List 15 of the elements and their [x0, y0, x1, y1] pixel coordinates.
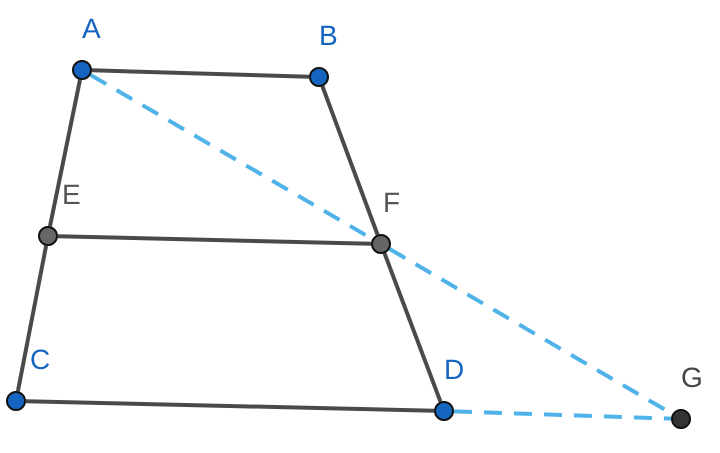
dashed-line [454, 409, 672, 421]
line-segment [92, 68, 310, 79]
line-segment [320, 86, 380, 236]
point-label: F [383, 188, 400, 218]
point-label: C [30, 345, 50, 375]
point-label: G [681, 363, 703, 393]
line-segment [58, 234, 372, 246]
point-label: E [62, 180, 81, 210]
line-segment [26, 399, 434, 413]
line-segment [48, 79, 82, 227]
point-label: A [82, 14, 101, 44]
point-label: D [444, 355, 464, 385]
line-segment [382, 252, 442, 402]
line-segment [16, 245, 48, 392]
point-label: B [319, 21, 338, 51]
